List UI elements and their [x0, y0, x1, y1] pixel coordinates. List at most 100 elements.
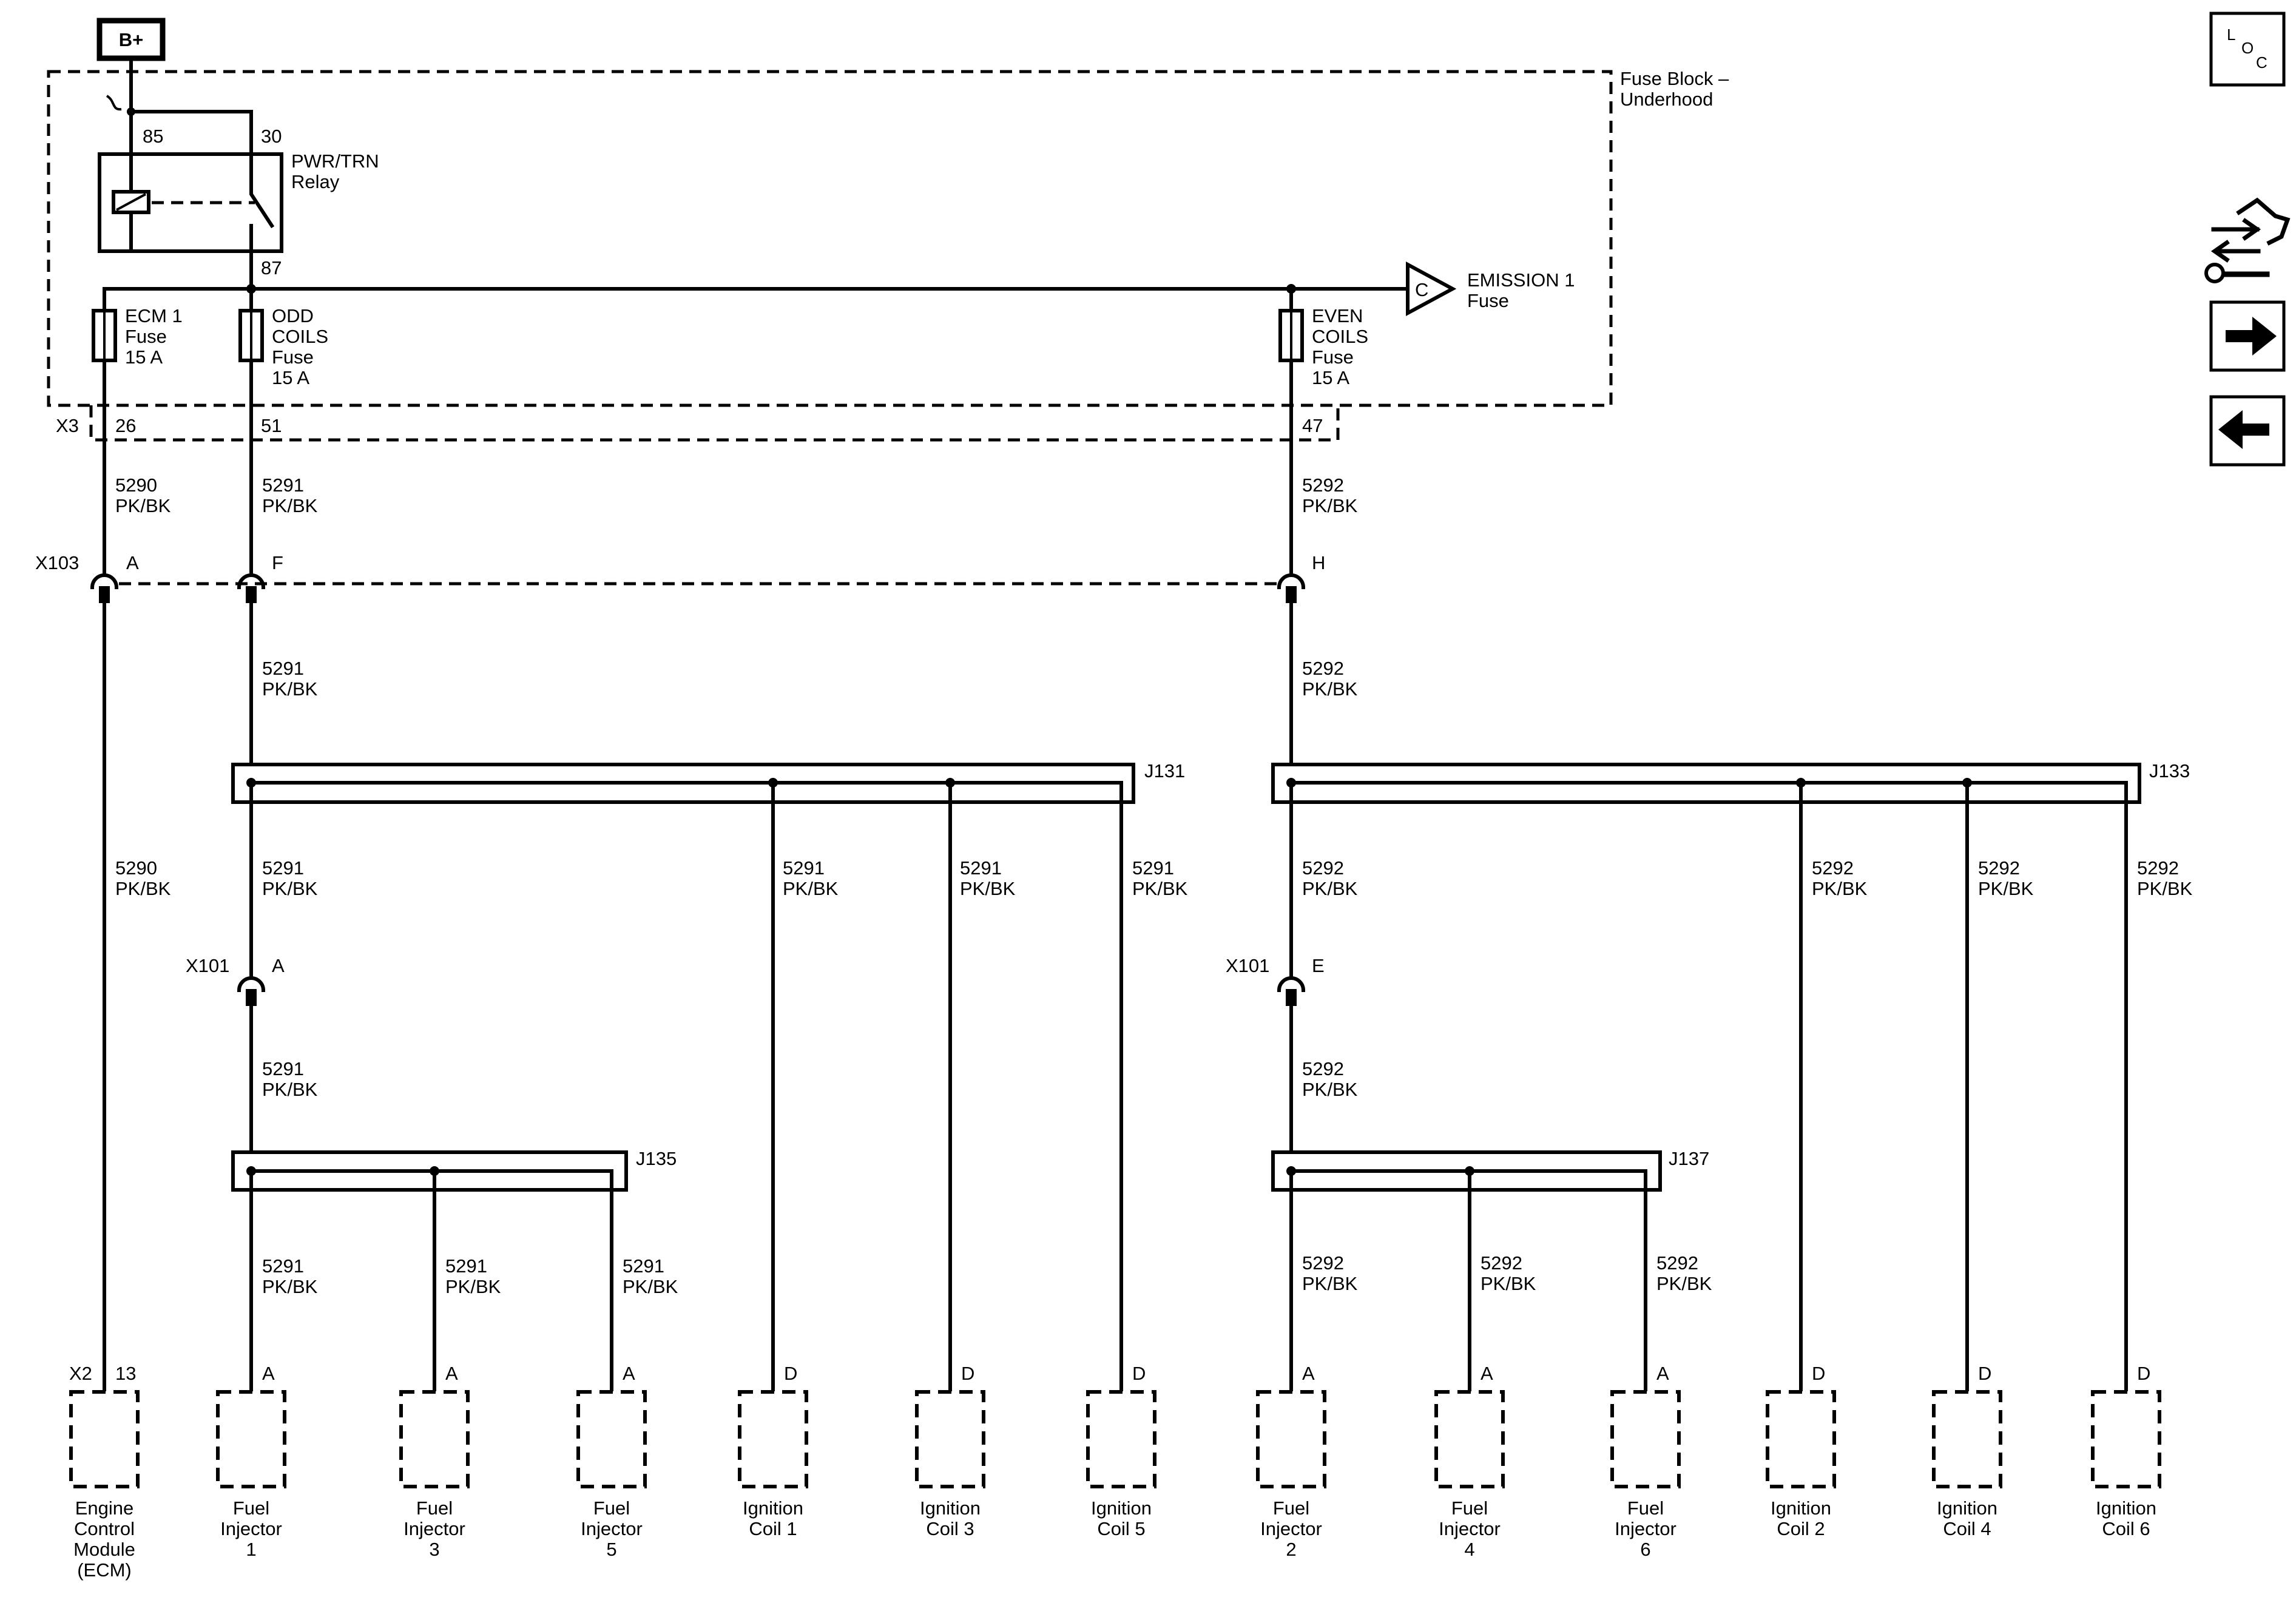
x103-pin-h: H — [1312, 552, 1325, 573]
emission-triangle — [1406, 261, 1457, 317]
fuse-odd-line1: ODD — [272, 305, 314, 326]
component-label: Fuel — [1627, 1497, 1664, 1519]
emission-name-2: Fuse — [1467, 290, 1509, 311]
wire-color-5291-c: PK/BK — [262, 878, 318, 899]
wire-label-5291-b: 5291 — [262, 658, 304, 679]
component-label: 1 — [246, 1539, 256, 1560]
wire-label-coil3: 5291 — [960, 857, 1002, 879]
component-label: Fuel — [416, 1497, 453, 1519]
wire-label-5290-a: 5290 — [115, 474, 157, 496]
component-pin: D — [1978, 1363, 1991, 1384]
wire-color-coil6: PK/BK — [2137, 878, 2193, 899]
relay-pin-30: 30 — [261, 126, 282, 147]
component-pin: D — [2137, 1363, 2150, 1384]
wire-label-inj5: 5291 — [623, 1255, 664, 1277]
component-label: Injector — [1260, 1518, 1322, 1539]
splice-j133-label: J133 — [2149, 760, 2190, 781]
wire-color-coil1: PK/BK — [783, 878, 839, 899]
component-label: Coil 6 — [2102, 1518, 2150, 1539]
component-label: Ignition — [920, 1497, 981, 1519]
component-label: Injector — [1439, 1518, 1501, 1539]
x103-male-h — [1286, 586, 1297, 603]
x101-female-a — [237, 976, 266, 993]
splice-j135-bus — [249, 1169, 613, 1391]
wire-label-5292-a: 5292 — [1302, 474, 1344, 496]
wire-label-coil2: 5292 — [1812, 857, 1854, 879]
x103-pin-a: A — [126, 552, 139, 573]
component-label: Injector — [1615, 1518, 1676, 1539]
fuse-ecm-line1: ECM 1 — [125, 305, 183, 326]
wire-color-5292-b: PK/BK — [1302, 678, 1358, 700]
fuse-even-line2: COILS — [1312, 326, 1368, 347]
component-box — [1256, 1390, 1326, 1488]
component-box — [69, 1390, 140, 1488]
wire-label-inj1: 5291 — [262, 1255, 304, 1277]
wire-label-inj6: 5292 — [1656, 1252, 1698, 1274]
x101-pin-e: E — [1312, 955, 1325, 976]
wire-color-5292-d: PK/BK — [1302, 1079, 1358, 1100]
relay-name-2: Relay — [291, 171, 340, 192]
wire-color-coil2: PK/BK — [1812, 878, 1868, 899]
x3-pin-51: 51 — [261, 415, 282, 436]
wire-color-inj2: PK/BK — [1302, 1273, 1358, 1294]
components-row: EngineControlModule(ECM)AFuelInjector1AF… — [69, 1363, 2161, 1581]
component-pin: D — [784, 1363, 797, 1384]
component-pin: A — [445, 1363, 458, 1384]
x101-male-a — [246, 989, 257, 1006]
fuse-even-line3: Fuse — [1312, 346, 1354, 368]
fuse-ecm-line3: 15 A — [125, 346, 163, 368]
wire-label-5292-d: 5292 — [1302, 1058, 1344, 1079]
splice-j137-bus — [1289, 1169, 1647, 1391]
fuse-ecm-line2: Fuse — [125, 326, 167, 347]
component-label: 4 — [1464, 1539, 1474, 1560]
component-label: Coil 1 — [749, 1518, 797, 1539]
component-box — [1434, 1390, 1505, 1488]
fuse-even-line4: 15 A — [1312, 367, 1349, 388]
x101-pin-a: A — [272, 955, 285, 976]
component-label: Fuel — [1451, 1497, 1488, 1519]
component-label: 6 — [1640, 1539, 1650, 1560]
component-pin: D — [1812, 1363, 1825, 1384]
loc-letter-c: C — [2256, 53, 2267, 72]
loc-button[interactable] — [2209, 12, 2286, 87]
x103-female-f — [237, 573, 266, 590]
component-label: Injector — [581, 1518, 643, 1539]
connector-wrench-icon[interactable] — [2204, 197, 2291, 283]
component-pin: A — [1302, 1363, 1315, 1384]
component-box — [2091, 1390, 2161, 1488]
relay-coil-slash — [116, 193, 146, 211]
wire-label-coil5: 5291 — [1132, 857, 1174, 879]
wire-color-coil3: PK/BK — [960, 878, 1016, 899]
fuse-odd-line2: COILS — [272, 326, 328, 347]
emission-name: EMISSION 1 — [1467, 269, 1575, 291]
wire-label-5292-c: 5292 — [1302, 857, 1344, 879]
component-label: Coil 4 — [1943, 1518, 1991, 1539]
wire-color-inj5: PK/BK — [623, 1276, 678, 1297]
loc-letter-l: L — [2227, 25, 2235, 44]
component-pin: A — [1481, 1363, 1493, 1384]
x101-female-e — [1277, 976, 1306, 993]
splice-j137-label: J137 — [1669, 1148, 1709, 1169]
x3-pin-26: 26 — [115, 415, 136, 436]
component-label: Ignition — [1937, 1497, 1997, 1519]
relay-name: PWR/TRN — [291, 150, 379, 172]
arrow-left-icon — [2218, 410, 2269, 449]
wire-color-coil4: PK/BK — [1978, 878, 2034, 899]
component-label: Injector — [220, 1518, 282, 1539]
splice-j133-bus — [1289, 781, 2128, 1391]
splice-j135-label: J135 — [636, 1148, 677, 1169]
splice-j131-label: J131 — [1144, 760, 1185, 781]
component-label: Fuel — [233, 1497, 269, 1519]
wire-label-inj3: 5291 — [445, 1255, 487, 1277]
relay-box — [98, 152, 283, 253]
component-box — [1086, 1390, 1156, 1488]
wire-label-coil6: 5292 — [2137, 857, 2179, 879]
component-label: Module — [73, 1539, 135, 1560]
component-pin: A — [623, 1363, 635, 1384]
component-pin: D — [961, 1363, 974, 1384]
emission-letter: C — [1415, 279, 1428, 300]
component-label: Coil 2 — [1777, 1518, 1825, 1539]
component-label: Control — [74, 1518, 135, 1539]
x103-female-a — [90, 573, 119, 590]
